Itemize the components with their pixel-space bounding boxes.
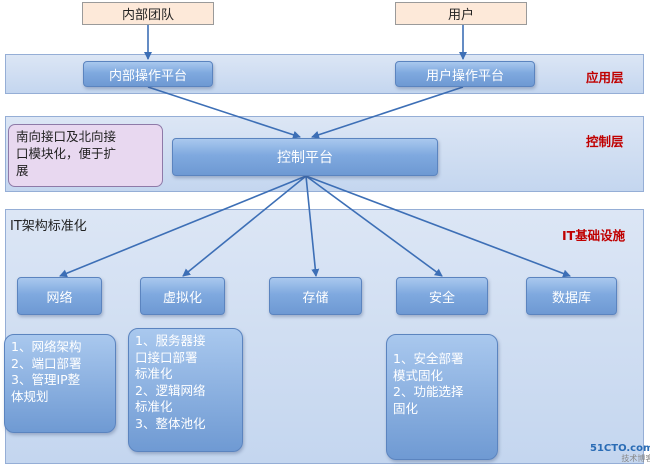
internal-platform-box: 内部操作平台 bbox=[83, 61, 213, 87]
security-box: 安全 bbox=[396, 277, 488, 315]
note-line: 标准化 bbox=[135, 366, 173, 381]
storage-box: 存储 bbox=[269, 277, 362, 315]
watermark: 51CTO.com 技术博客 bbox=[590, 443, 650, 463]
note-line: 2、功能选择 bbox=[393, 384, 464, 399]
arrow-control-to-security bbox=[305, 175, 443, 277]
arrow-internal-to-control bbox=[147, 86, 301, 139]
note-line: 口模块化，便于扩 bbox=[16, 146, 117, 161]
note-line: 展 bbox=[16, 163, 29, 178]
note-line: 标准化 bbox=[135, 399, 173, 414]
note-line: 模式固化 bbox=[393, 367, 444, 383]
watermark-site: 51CTO.com bbox=[590, 443, 650, 454]
it-standardization-title: IT架构标准化 bbox=[10, 219, 87, 234]
note-line: 南向接口及北向接 bbox=[16, 129, 117, 144]
infrastructure-layer-label: IT基础设施 bbox=[562, 228, 626, 243]
note-line: 1、网络架构 bbox=[11, 339, 82, 354]
users-box: 用户 bbox=[395, 2, 527, 25]
note-line: 2、逻辑网络 bbox=[135, 382, 206, 398]
security-label: 安全 bbox=[428, 290, 455, 306]
control-platform-label: 控制平台 bbox=[277, 150, 333, 166]
note-line: 3、整体池化 bbox=[135, 415, 206, 431]
note-line: 体规划 bbox=[11, 388, 49, 404]
interface-modularization-note: 南向接口及北向接 口模块化，便于扩 展 bbox=[8, 124, 163, 187]
arrow-control-to-network bbox=[59, 175, 307, 278]
application-layer-label: 应用层 bbox=[586, 70, 624, 85]
users-label: 用户 bbox=[447, 8, 474, 23]
network-detail-note: 1、网络架构 2、端口部署 3、管理IP整 体规划 bbox=[4, 334, 116, 433]
watermark-caption: 技术博客 bbox=[621, 454, 650, 463]
database-box: 数据库 bbox=[526, 277, 617, 315]
security-detail-note: 1、安全部署 模式固化 2、功能选择 固化 bbox=[386, 334, 498, 460]
note-line: 1、服务器接 bbox=[135, 333, 206, 348]
network-box: 网络 bbox=[17, 277, 102, 315]
control-platform-box: 控制平台 bbox=[172, 138, 438, 176]
virtualization-label: 虚拟化 bbox=[162, 290, 202, 306]
arrow-control-to-database bbox=[305, 175, 571, 278]
note-line: 3、管理IP整 bbox=[11, 372, 81, 387]
network-label: 网络 bbox=[46, 290, 73, 306]
arrow-user-to-control bbox=[311, 86, 464, 139]
arrow-control-to-virtualization bbox=[182, 175, 307, 277]
internal-team-box: 内部团队 bbox=[82, 2, 214, 25]
virtualization-box: 虚拟化 bbox=[140, 277, 225, 315]
virtualization-detail-note: 1、服务器接 口接口部署 标准化 2、逻辑网络 标准化 3、整体池化 bbox=[128, 328, 243, 452]
note-line: 2、端口部署 bbox=[11, 355, 82, 371]
note-line: 1、安全部署 bbox=[393, 351, 464, 366]
internal-team-label: 内部团队 bbox=[121, 8, 174, 23]
internal-platform-label: 内部操作平台 bbox=[108, 68, 187, 84]
user-platform-box: 用户操作平台 bbox=[395, 61, 535, 87]
user-platform-label: 用户操作平台 bbox=[425, 68, 504, 84]
control-layer-label: 控制层 bbox=[586, 134, 624, 149]
note-line: 固化 bbox=[393, 400, 419, 416]
storage-label: 存储 bbox=[302, 290, 329, 306]
database-label: 数据库 bbox=[551, 290, 591, 306]
arrow-control-to-storage bbox=[305, 175, 320, 277]
note-line: 口接口部署 bbox=[135, 349, 198, 365]
